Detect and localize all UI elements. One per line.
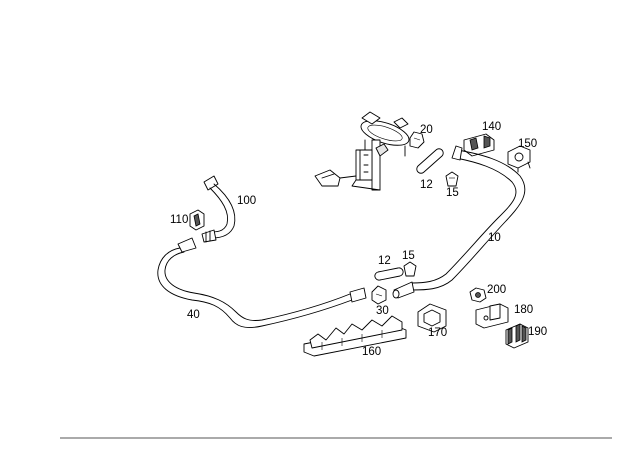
clip-150-part: [507, 145, 531, 173]
callout-170: 170: [428, 327, 447, 339]
callout-180: 180: [514, 304, 533, 316]
callout-40: 40: [187, 309, 200, 321]
fuel-line-10: [392, 145, 526, 299]
clamp-30-part: [371, 285, 387, 305]
callout-190: 190: [528, 326, 547, 338]
holder-140-part: [463, 133, 495, 157]
callout-10: 10: [488, 232, 501, 244]
callout-15-upper: 15: [446, 187, 459, 199]
fuel-pump-assembly: [314, 111, 410, 191]
callout-labels: 20 140 150 12 15 100 110 10 12 15 200 30…: [170, 121, 547, 358]
callout-100: 100: [237, 195, 256, 207]
clip-15-lower-part: [403, 261, 417, 277]
fuel-line-40: [157, 237, 367, 329]
sleeve-12-lower-part: [374, 267, 404, 281]
holder-190-part: [505, 323, 529, 349]
clamp-20-part: [409, 131, 425, 149]
clip-15-upper-part: [445, 171, 459, 187]
holder-160-part: [303, 315, 407, 357]
callout-110: 110: [170, 214, 188, 226]
callout-12-upper: 12: [420, 179, 433, 191]
callout-200: 200: [487, 284, 506, 296]
callout-150: 150: [518, 138, 537, 150]
callout-160: 160: [362, 346, 381, 358]
clip-110-part: [189, 209, 205, 231]
callout-30: 30: [376, 305, 389, 317]
callout-15-lower: 15: [402, 250, 415, 262]
nut-200-part: [469, 287, 487, 303]
callout-140: 140: [482, 121, 501, 133]
sleeve-12-upper-part: [416, 148, 444, 174]
fuel-line-100: [201, 175, 236, 243]
callout-12-lower: 12: [378, 255, 391, 267]
callout-20: 20: [420, 124, 433, 136]
bracket-170-part: [417, 303, 447, 333]
bracket-180-part: [475, 303, 509, 329]
